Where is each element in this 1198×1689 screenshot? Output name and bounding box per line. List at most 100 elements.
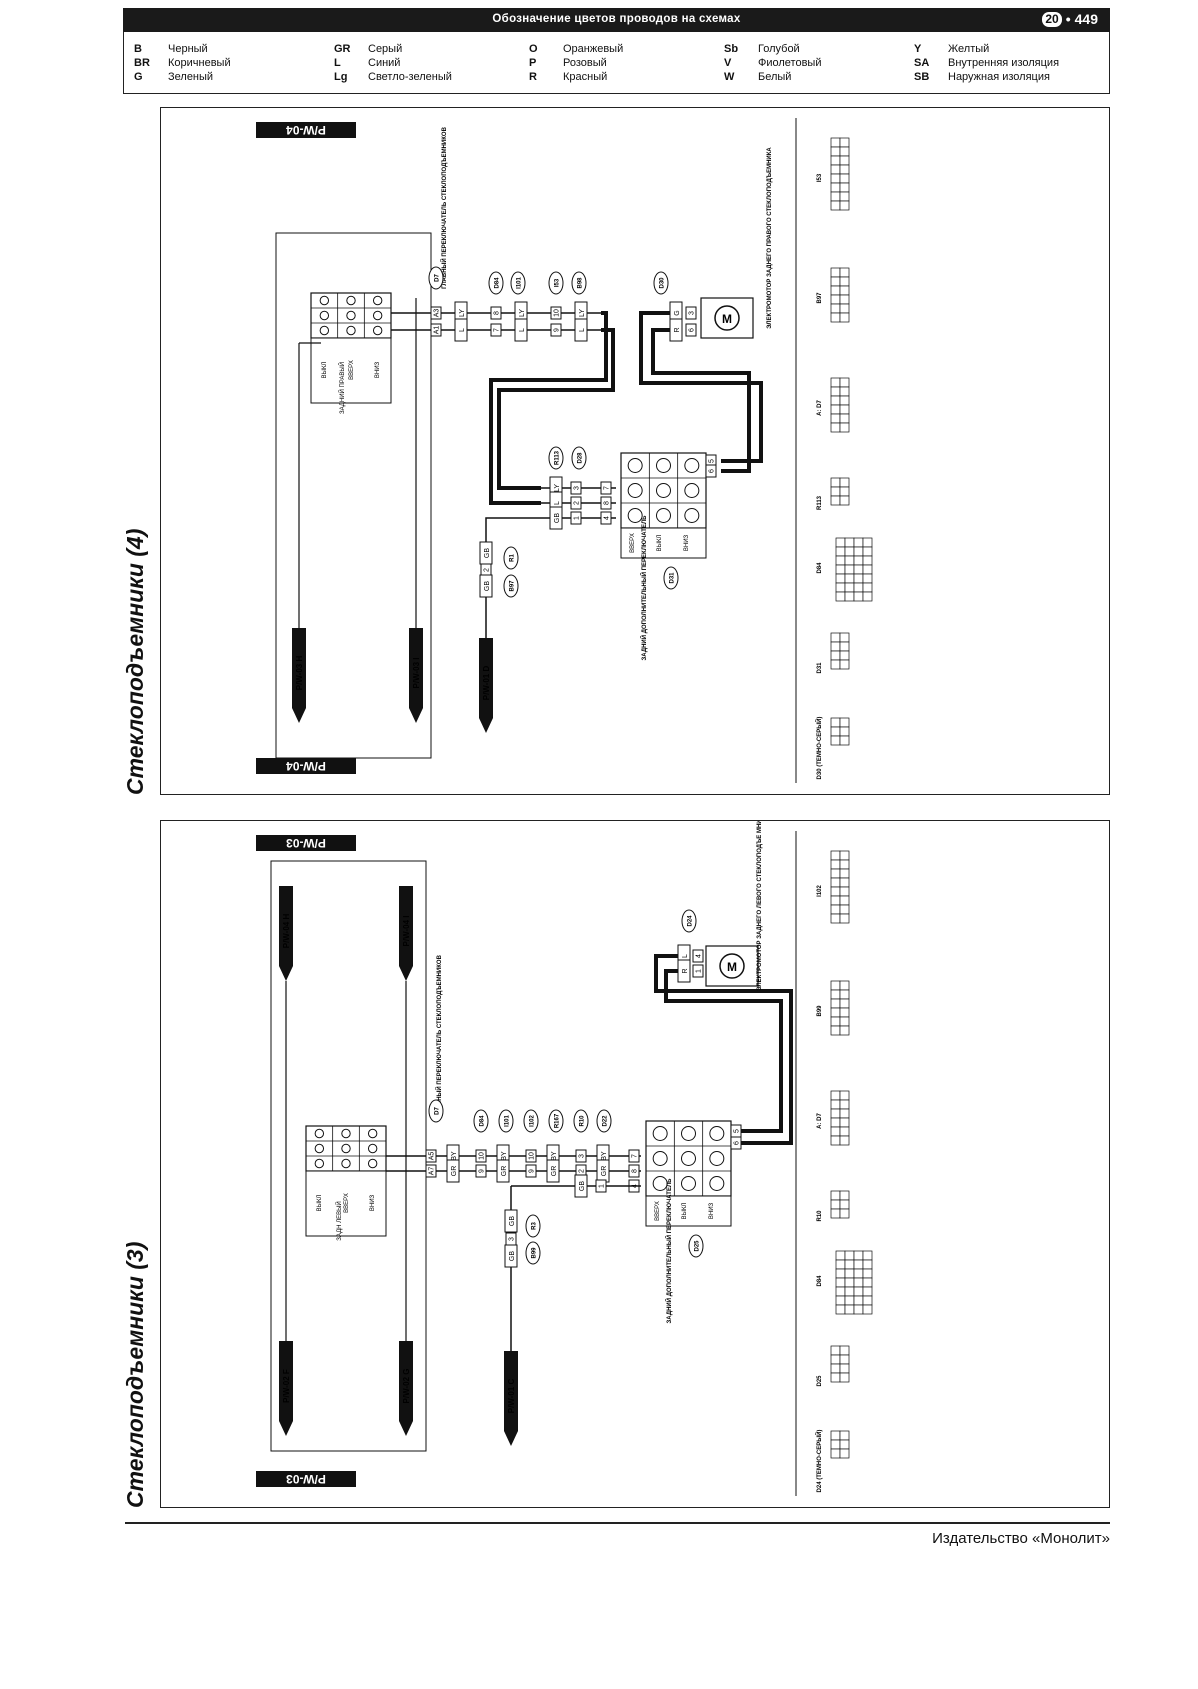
offpage-pw01-d-arrow	[479, 638, 493, 733]
contact-terminal	[367, 1128, 378, 1139]
motor-pin-1: 1	[696, 969, 703, 973]
connector-pin	[835, 537, 846, 548]
connector-pin	[830, 404, 841, 415]
connector-pin	[830, 1208, 841, 1219]
pin-1-b-box	[490, 323, 502, 337]
switch-frame	[275, 232, 432, 759]
wire-color-b2: L	[579, 328, 586, 332]
legend-color-name: Наружная изоляция	[948, 71, 1050, 83]
offpage-pw03-h: P/W-03 H	[295, 656, 304, 691]
conn-grid-d25	[830, 1345, 850, 1383]
wire-sub-color-1: L	[554, 501, 561, 505]
page-tag-bottom-bg	[256, 1471, 356, 1487]
wire-sub-gb-box	[574, 1174, 588, 1198]
pin-d31-0: 7	[604, 486, 611, 490]
connector-pin	[830, 641, 841, 652]
connector-pin	[839, 1007, 850, 1018]
publisher: Издательство «Монолит»	[932, 1530, 1110, 1547]
contact-terminal	[341, 1158, 351, 1169]
connector-pin	[839, 395, 850, 406]
connector-pin	[835, 1304, 846, 1315]
conn-grid-b97	[830, 267, 850, 323]
conn-i101: I101	[505, 1115, 511, 1127]
connector-pin	[839, 886, 850, 897]
connector-pin	[839, 404, 850, 415]
legend-code: V	[724, 57, 732, 69]
page-tag-bottom-bg	[256, 758, 356, 774]
conn-d84-ring	[473, 1109, 489, 1133]
contact-terminal	[709, 1151, 725, 1166]
conn-b97: B97	[510, 580, 516, 592]
legend-code: Y	[914, 43, 922, 55]
connector-pin	[830, 877, 841, 888]
connector-pin	[839, 641, 850, 652]
conn-r1: R1	[510, 554, 516, 562]
conn-i53: I53	[555, 278, 561, 287]
sub-pos-off: ВЫКЛ	[682, 1203, 688, 1220]
offpage-pw02-g: P/W-02 G	[402, 1369, 411, 1404]
connector-pin	[839, 659, 850, 670]
sub-pos-up: ВВЕРХ	[655, 1201, 661, 1221]
legend-code: G	[134, 71, 143, 83]
offpage-pw03-i: P/W-03 I	[412, 658, 421, 689]
pin-d31-0-box	[600, 481, 612, 495]
wire-loop-ly	[489, 311, 608, 505]
connector-pin	[839, 495, 850, 506]
legend-color-name: Зеленый	[168, 71, 214, 83]
wire-color-b0: GR	[451, 1166, 458, 1177]
contact-terminal	[681, 1126, 696, 1141]
pin-1-b: 7	[494, 328, 501, 332]
connector-pin	[830, 155, 841, 166]
conn-r10-ring	[573, 1109, 589, 1133]
wire-color-b2-box	[574, 318, 588, 342]
wire-gb-1-box	[504, 1209, 518, 1233]
legend-code: Sb	[724, 43, 739, 55]
connector-pin	[839, 1430, 850, 1441]
connector-pin	[839, 1208, 850, 1219]
connector-pin	[839, 276, 850, 287]
conn-d84-ring	[488, 271, 504, 295]
connector-pin	[853, 555, 864, 566]
conn-grid-d7	[830, 377, 850, 433]
connector-pin	[830, 1007, 841, 1018]
sub-motor-pin-6: 6	[709, 469, 716, 473]
connector-pin	[830, 477, 841, 488]
legend-code: W	[724, 71, 735, 83]
connector-pin	[830, 1354, 841, 1365]
connector-pin	[862, 1286, 873, 1297]
legend-color-name: Светло-зеленый	[368, 71, 452, 83]
connector-pin	[839, 1099, 850, 1110]
connector-pin	[835, 546, 846, 557]
contact-terminal	[681, 1151, 696, 1166]
motor-pin-6: 6	[689, 328, 696, 332]
connector-pin	[830, 173, 841, 184]
offpage-pw03-h-arrow	[292, 628, 306, 723]
connector-pin	[830, 989, 841, 1000]
main-switch-ref-ring	[428, 266, 444, 290]
conn-b98-ring	[571, 271, 587, 295]
contact-terminal	[341, 1143, 351, 1154]
wire-color-b1-box	[496, 1159, 510, 1183]
page-tag-top: P/W-03	[286, 836, 326, 850]
contact-terminal	[627, 508, 643, 523]
wire-sub-color-2: GB	[554, 513, 561, 523]
connector-pin	[853, 537, 864, 548]
contact-terminal	[681, 1176, 696, 1191]
connector-pin	[853, 1268, 864, 1279]
connector-pin	[839, 904, 850, 915]
connector-pin	[830, 1363, 841, 1374]
connector-pin	[835, 591, 846, 602]
conn-r1-ring	[503, 546, 519, 570]
connector-pin	[862, 1259, 873, 1270]
connector-pin	[830, 285, 841, 296]
pin-d31-1-box	[600, 496, 612, 510]
connector-pin	[839, 1117, 850, 1128]
connector-pin	[830, 495, 841, 506]
